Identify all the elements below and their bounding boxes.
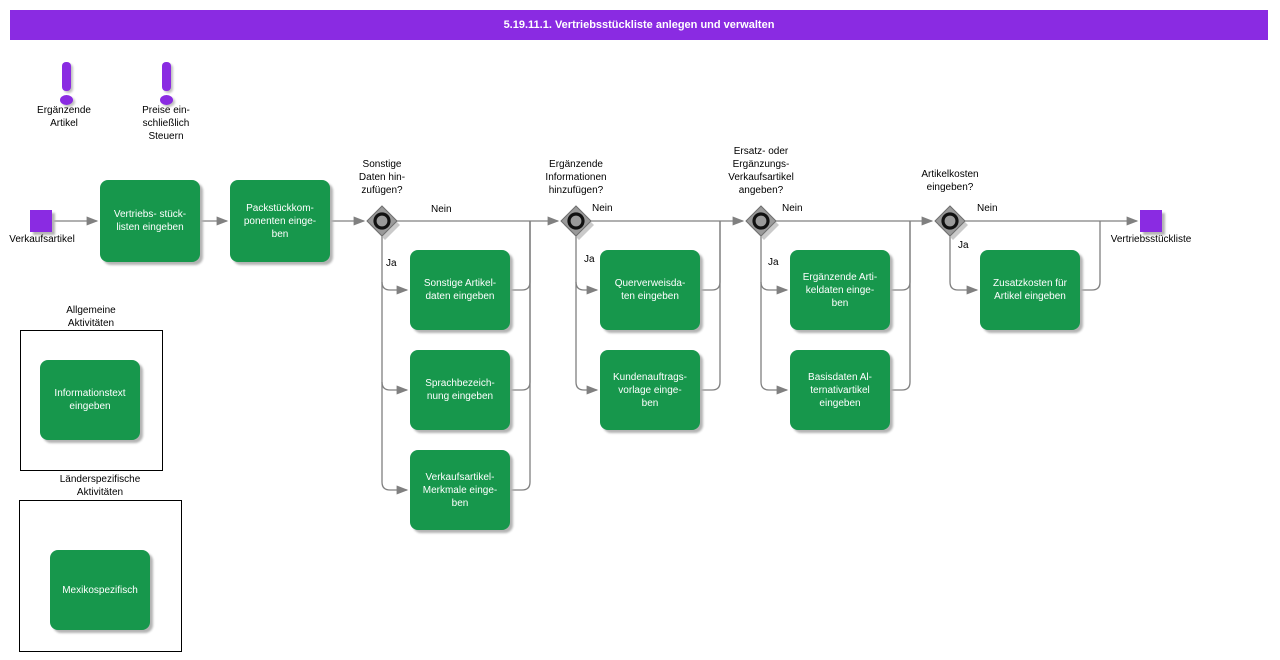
yes-branch-label: Ja xyxy=(386,258,397,269)
flow-lines xyxy=(52,216,1139,495)
end-event-vertriebsstueckliste[interactable] xyxy=(1140,210,1162,232)
task-informationstext-eingeben[interactable]: Informationstext eingeben xyxy=(40,360,140,440)
start-event-verkaufsartikel[interactable] xyxy=(30,210,52,232)
diagram-title-bar: 5.19.11.1. Vertriebsstückliste anlegen u… xyxy=(10,10,1268,40)
yes-branch-label: Ja xyxy=(958,240,969,251)
group-title-allgemeine-aktivitaeten: Allgemeine Aktivitäten xyxy=(66,305,116,329)
yes-branch-label: Ja xyxy=(768,257,779,268)
no-branch-label: Nein xyxy=(782,203,803,214)
no-branch-label: Nein xyxy=(431,204,452,215)
exclamation-icon xyxy=(60,95,73,105)
warning-label: Ergänzende Artikel xyxy=(37,105,91,129)
task-zusatzkosten-fuer-artikel-eingeben[interactable]: Zusatzkosten für Artikel eingeben xyxy=(980,250,1080,330)
decision-question: Artikelkosten eingeben? xyxy=(921,169,979,193)
diagram-title: 5.19.11.1. Vertriebsstückliste anlegen u… xyxy=(503,19,775,31)
task-mexikospezifisch[interactable]: Mexikospezifisch xyxy=(50,550,150,630)
task-ergaenzende-artikeldaten-eingeben[interactable]: Ergänzende Arti- keldaten einge- ben xyxy=(790,250,890,330)
task-packstueckkomponenten-eingeben[interactable]: Packstückkom- ponenten einge- ben xyxy=(230,180,330,262)
decision-question: Ergänzende Informationen hinzufügen? xyxy=(545,159,607,196)
start-event-label: Verkaufsartikel xyxy=(9,234,75,245)
warning-label: Preise ein- schließlich Steuern xyxy=(142,105,190,142)
yes-branch-label: Ja xyxy=(584,254,595,265)
task-kundenauftragsvorlage-eingeben[interactable]: Kundenauftrags- vorlage einge- ben xyxy=(600,350,700,430)
end-event-label: Vertriebsstückliste xyxy=(1110,234,1192,245)
no-branch-label: Nein xyxy=(592,203,613,214)
task-querverweisdaten-eingeben[interactable]: Querverweisda- ten eingeben xyxy=(600,250,700,330)
task-sonstige-artikeldaten-eingeben[interactable]: Sonstige Artikel- daten eingeben xyxy=(410,250,510,330)
group-title-laenderspezifische-aktivitaeten: Länderspezifische Aktivitäten xyxy=(59,474,141,498)
exclamation-icon xyxy=(62,62,71,91)
task-sprachbezeichnung-eingeben[interactable]: Sprachbezeich- nung eingeben xyxy=(410,350,510,430)
no-branch-label: Nein xyxy=(977,203,998,214)
decision-gateway-2[interactable] xyxy=(560,205,594,240)
task-vertriebsstuecklisten-eingeben[interactable]: Vertriebs- stück- listen eingeben xyxy=(100,180,200,262)
exclamation-icon xyxy=(160,95,173,105)
task-verkaufsartikel-merkmale-eingeben[interactable]: Verkaufsartikel- Merkmale einge- ben xyxy=(410,450,510,530)
decision-gateway-1[interactable] xyxy=(366,205,400,240)
task-basisdaten-alternativartikel-eingeben[interactable]: Basisdaten Al- ternativartikel eingeben xyxy=(790,350,890,430)
decision-question: Sonstige Daten hin- zufügen? xyxy=(358,159,406,196)
decision-gateway-4[interactable] xyxy=(934,205,968,240)
decision-question: Ersatz- oder Ergänzungs- Verkaufsartikel… xyxy=(728,146,794,196)
exclamation-icon xyxy=(162,62,171,91)
decision-gateway-3[interactable] xyxy=(745,205,779,240)
